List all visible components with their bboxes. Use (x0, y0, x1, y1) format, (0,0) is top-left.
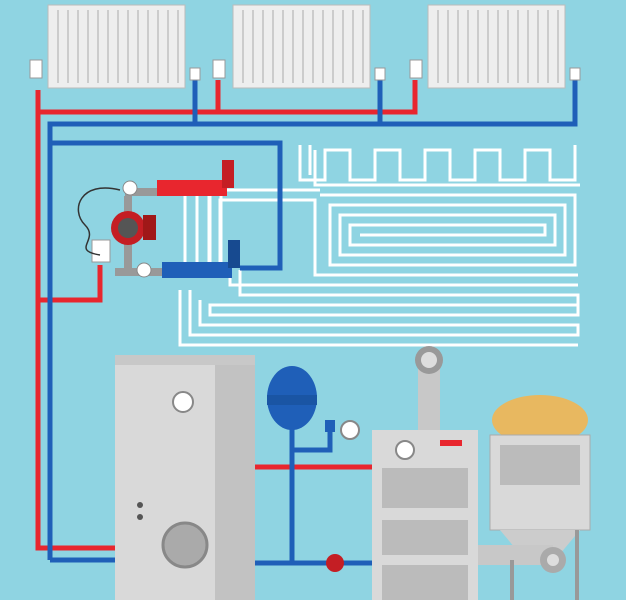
gauge-icon (340, 420, 360, 440)
pellet-boiler (372, 346, 478, 600)
cold-water-pipes (47, 80, 578, 566)
gauge-icon (122, 180, 138, 196)
gauge-icon (172, 391, 194, 413)
gauge-icon (136, 262, 152, 278)
radiator-valves (29, 59, 581, 81)
radiators (29, 4, 581, 89)
manifold-assembly (77, 160, 240, 278)
hot-water-pipes (35, 80, 418, 551)
radiator (47, 4, 186, 89)
pellet-hopper (478, 395, 591, 600)
radiator (232, 4, 371, 89)
thermostat (91, 239, 111, 263)
cold-manifold (162, 262, 232, 278)
hot-manifold (157, 180, 227, 196)
underfloor-coil (178, 145, 580, 347)
circulation-pump (326, 554, 344, 572)
tank-hatch (161, 521, 209, 569)
expansion-vessel (267, 366, 360, 572)
storage-tank (115, 355, 255, 600)
radiator (427, 4, 566, 89)
gauge-icon (395, 440, 415, 460)
